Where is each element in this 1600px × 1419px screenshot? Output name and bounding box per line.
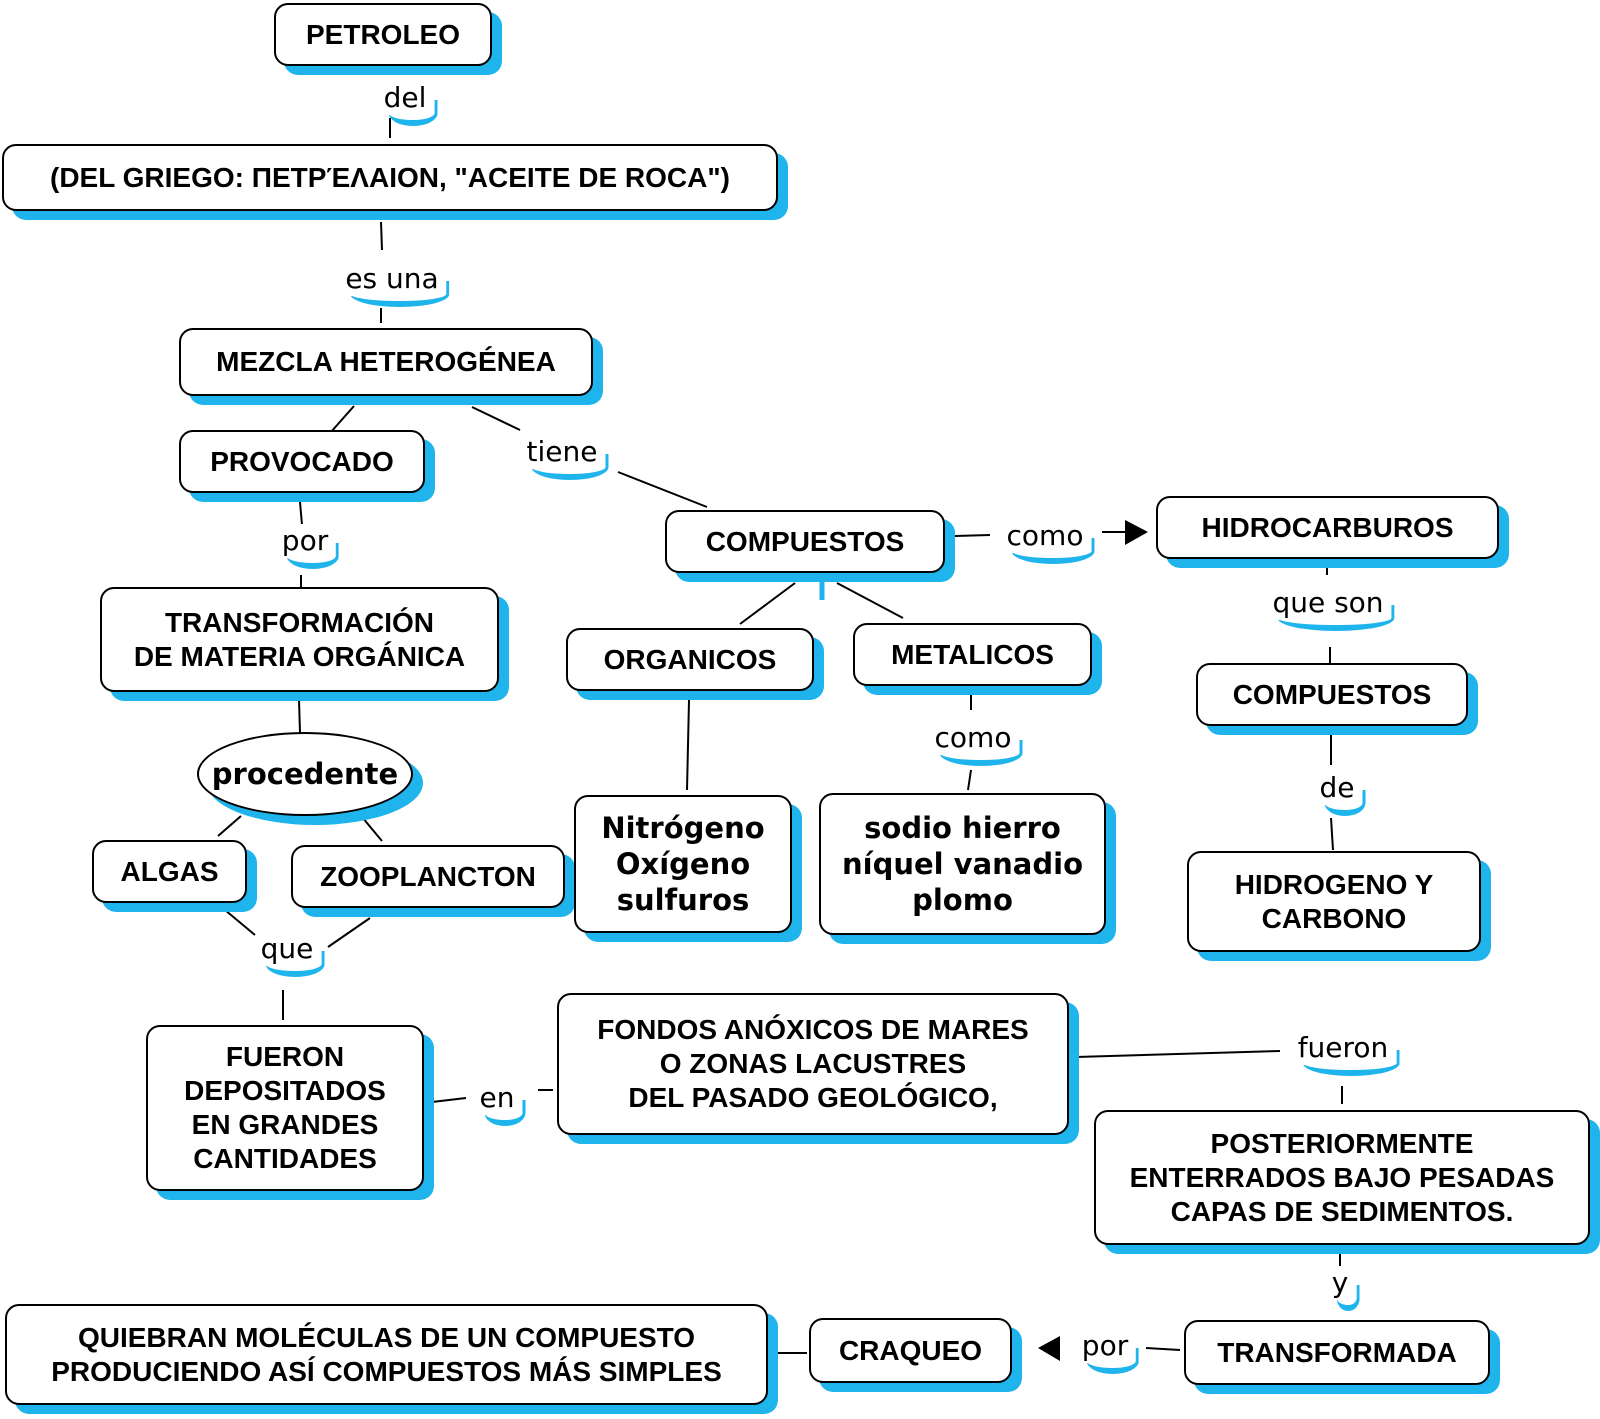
node-hidrogeno-carbono-label: HIDROGENO Y CARBONO bbox=[1234, 868, 1434, 934]
link-por-2: por bbox=[1078, 1326, 1140, 1374]
node-nitrogeno-label: Nitrógeno Oxígeno sulfuros bbox=[601, 811, 765, 917]
node-fueron-depositados[interactable]: FUERON DEPOSITADOS EN GRANDES CANTIDADES bbox=[146, 1025, 424, 1191]
link-como-2: como bbox=[931, 718, 1023, 766]
link-por-1: por bbox=[278, 521, 340, 569]
node-hidrogeno-carbono[interactable]: HIDROGENO Y CARBONO bbox=[1187, 851, 1481, 952]
node-sodio-hierro-label: sodio hierro níquel vanadio plomo bbox=[841, 811, 1083, 917]
link-es-una-label: es una bbox=[342, 262, 442, 296]
node-organicos-label: ORGANICOS bbox=[603, 643, 777, 675]
node-petroleo-label: PETROLEO bbox=[305, 18, 460, 50]
node-fondos-anoxicos[interactable]: FONDOS ANÓXICOS DE MARES O ZONAS LACUSTR… bbox=[557, 993, 1069, 1135]
link-en: en bbox=[476, 1078, 526, 1126]
link-de-label: de bbox=[1316, 771, 1358, 805]
link-del: del bbox=[380, 78, 438, 126]
node-fueron-depositados-label: FUERON DEPOSITADOS EN GRANDES CANTIDADES bbox=[184, 1041, 386, 1174]
link-y-label: y bbox=[1328, 1266, 1352, 1300]
link-como-1: como bbox=[1003, 516, 1095, 564]
node-mezcla-heterogenea[interactable]: MEZCLA HETEROGÉNEA bbox=[179, 328, 593, 396]
link-y: y bbox=[1328, 1263, 1359, 1311]
node-compuestos-2[interactable]: COMPUESTOS bbox=[1196, 663, 1468, 726]
node-procedente[interactable]: procedente bbox=[197, 732, 413, 816]
node-algas[interactable]: ALGAS bbox=[92, 840, 247, 903]
link-en-label: en bbox=[476, 1081, 518, 1115]
node-mezcla-heterogenea-label: MEZCLA HETEROGÉNEA bbox=[216, 346, 556, 377]
node-hidrocarburos[interactable]: HIDROCARBUROS bbox=[1156, 496, 1499, 559]
node-posteriormente-label: POSTERIORMENTE ENTERRADOS BAJO PESADAS C… bbox=[1129, 1127, 1555, 1227]
node-algas-label: ALGAS bbox=[120, 855, 219, 887]
link-de: de bbox=[1316, 768, 1366, 816]
link-fueron-label: fueron bbox=[1294, 1031, 1392, 1065]
node-provocado[interactable]: PROVOCADO bbox=[179, 430, 425, 493]
node-metalicos[interactable]: METALICOS bbox=[853, 623, 1092, 686]
node-zooplancton[interactable]: ZOOPLANCTON bbox=[291, 845, 565, 908]
node-craqueo[interactable]: CRAQUEO bbox=[809, 1318, 1012, 1383]
link-que-son-label: que son bbox=[1269, 586, 1387, 620]
node-hidrocarburos-label: HIDROCARBUROS bbox=[1201, 511, 1454, 543]
node-craqueo-label: CRAQUEO bbox=[838, 1334, 983, 1366]
node-transformada[interactable]: TRANSFORMADA bbox=[1184, 1320, 1490, 1385]
node-transformacion[interactable]: TRANSFORMACIÓN DE MATERIA ORGÁNICA bbox=[100, 587, 499, 692]
link-que-son: que son bbox=[1269, 583, 1395, 631]
node-transformada-label: TRANSFORMADA bbox=[1217, 1336, 1457, 1368]
link-que-label: que bbox=[257, 932, 317, 966]
node-procedente-label: procedente bbox=[211, 757, 399, 791]
node-petroleo[interactable]: PETROLEO bbox=[274, 3, 492, 66]
node-provocado-label: PROVOCADO bbox=[210, 445, 394, 477]
node-compuestos[interactable]: COMPUESTOS bbox=[665, 510, 945, 573]
node-metalicos-label: METALICOS bbox=[891, 638, 1054, 670]
link-es-una: es una bbox=[342, 259, 451, 307]
node-nitrogeno[interactable]: Nitrógeno Oxígeno sulfuros bbox=[574, 795, 792, 933]
link-tiene: tiene bbox=[523, 432, 609, 480]
node-del-griego[interactable]: (DEL GRIEGO: ΠΕΤΡΈΛΑΙΟΝ, "ACEITE DE ROCA… bbox=[2, 144, 778, 211]
link-como-2-label: como bbox=[931, 721, 1015, 755]
link-por-2-label: por bbox=[1078, 1329, 1132, 1363]
node-compuestos-label: COMPUESTOS bbox=[705, 525, 905, 557]
node-del-griego-label: (DEL GRIEGO: ΠΕΤΡΈΛΑΙΟΝ, "ACEITE DE ROCA… bbox=[50, 161, 730, 193]
link-tiene-label: tiene bbox=[523, 435, 601, 469]
node-fondos-anoxicos-label: FONDOS ANÓXICOS DE MARES O ZONAS LACUSTR… bbox=[597, 1014, 1029, 1113]
link-como-1-label: como bbox=[1003, 519, 1087, 553]
node-organicos[interactable]: ORGANICOS bbox=[566, 628, 814, 691]
node-quiebran-moleculas-label: QUIEBRAN MOLÉCULAS DE UN COMPUESTO PRODU… bbox=[51, 1321, 722, 1387]
node-posteriormente[interactable]: POSTERIORMENTE ENTERRADOS BAJO PESADAS C… bbox=[1094, 1110, 1590, 1245]
node-quiebran-moleculas[interactable]: QUIEBRAN MOLÉCULAS DE UN COMPUESTO PRODU… bbox=[5, 1304, 768, 1405]
node-transformacion-label: TRANSFORMACIÓN DE MATERIA ORGÁNICA bbox=[133, 606, 466, 672]
link-por-1-label: por bbox=[278, 524, 332, 558]
link-que: que bbox=[257, 929, 325, 977]
node-zooplancton-label: ZOOPLANCTON bbox=[320, 860, 536, 892]
node-compuestos-2-label: COMPUESTOS bbox=[1232, 678, 1432, 710]
link-del-label: del bbox=[380, 81, 430, 115]
node-sodio-hierro[interactable]: sodio hierro níquel vanadio plomo bbox=[819, 793, 1106, 935]
link-fueron: fueron bbox=[1294, 1028, 1399, 1076]
